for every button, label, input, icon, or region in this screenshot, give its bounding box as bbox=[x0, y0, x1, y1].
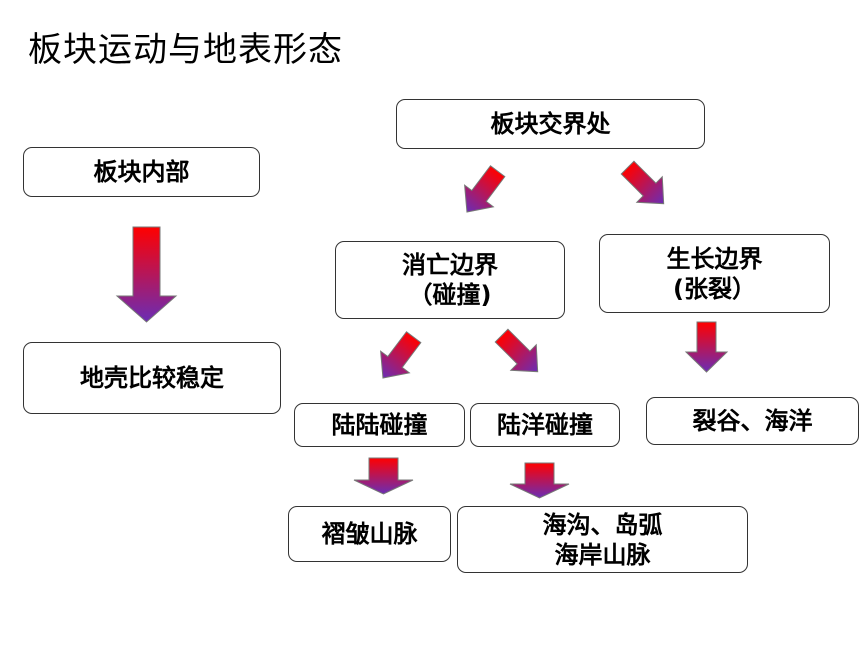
node-label: 裂谷、海洋 bbox=[692, 407, 813, 435]
node-rift-ocean: 裂谷、海洋 bbox=[646, 397, 859, 445]
node-plate-interior: 板块内部 bbox=[23, 147, 260, 197]
arrow-interior-to-stable bbox=[115, 226, 178, 323]
node-label-line1: 海沟、岛弧 bbox=[542, 510, 663, 539]
node-label-line1: 消亡边界 bbox=[402, 251, 498, 279]
arrow-destructive-to-oc bbox=[494, 328, 539, 373]
node-crust-stable: 地壳比较稳定 bbox=[23, 342, 281, 414]
node-ocean-continent: 陆洋碰撞 bbox=[470, 403, 620, 447]
node-constructive-boundary: 生长边界 (张裂） bbox=[599, 234, 830, 313]
arrow-oc-to-trench bbox=[509, 462, 570, 499]
node-destructive-boundary: 消亡边界 （碰撞) bbox=[335, 241, 565, 319]
node-label: 地壳比较稳定 bbox=[80, 364, 224, 392]
arrow-constructive-to-rift bbox=[684, 321, 729, 373]
node-label: 陆陆碰撞 bbox=[331, 411, 428, 439]
arrow-destructive-to-cc bbox=[380, 331, 422, 379]
node-plate-boundary: 板块交界处 bbox=[396, 99, 705, 149]
node-label: 板块内部 bbox=[93, 158, 190, 186]
node-label: 陆洋碰撞 bbox=[497, 411, 593, 439]
node-label-line1: 生长边界 bbox=[666, 244, 763, 273]
slide-title: 板块运动与地表形态 bbox=[28, 30, 343, 70]
arrow-cc-to-fold bbox=[353, 457, 414, 495]
node-continent-continent: 陆陆碰撞 bbox=[294, 403, 465, 447]
node-label: 板块交界处 bbox=[490, 110, 611, 138]
arrow-boundary-to-destructive bbox=[464, 165, 506, 213]
node-label-line2: (张裂） bbox=[673, 274, 756, 303]
node-fold-mountains: 褶皱山脉 bbox=[288, 506, 451, 562]
node-label: 褶皱山脉 bbox=[321, 520, 418, 548]
node-trench-arc: 海沟、岛弧 海岸山脉 bbox=[457, 506, 748, 573]
node-label-line2: （碰撞) bbox=[408, 281, 492, 309]
arrow-boundary-to-constructive bbox=[620, 160, 665, 205]
node-label-line2: 海岸山脉 bbox=[554, 540, 651, 569]
